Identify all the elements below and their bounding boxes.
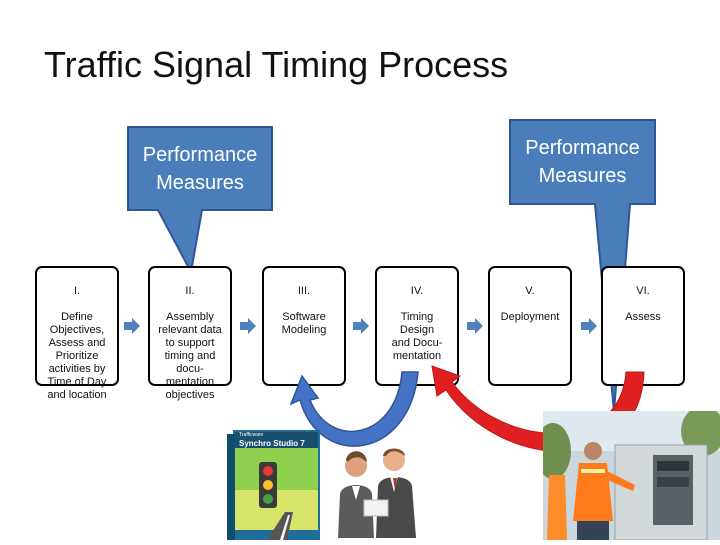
product-brand: Trafficware [239, 432, 264, 438]
stage-1-label: I. Define Objectives, Assess and Priorit… [37, 268, 117, 402]
right-arrow-icon [467, 318, 483, 334]
callout-text-left: Performance Measures [142, 144, 258, 194]
stage-box-5: V. Deployment [488, 266, 572, 386]
page-title: Traffic Signal Timing Process [44, 44, 509, 85]
stage-box-3: III. Software Modeling [262, 266, 346, 386]
stage-3-label: III. Software Modeling [264, 268, 344, 337]
software-box-graphic [227, 430, 320, 540]
stage-1-numeral: I. [73, 285, 81, 297]
stage-4-numeral: IV. [410, 285, 424, 297]
right-arrow-icon [353, 318, 369, 334]
callout-text-right: Performance Measures [525, 137, 640, 187]
stage-2-text: Assembly relevant data to support timing… [158, 311, 222, 401]
stage-5-numeral: V. [525, 285, 535, 297]
stage-box-2: II. Assembly relevant data to support ti… [148, 266, 232, 401]
product-title: Synchro Studio 7 [239, 439, 305, 448]
stage-box-4: IV. Timing Design and Docu- mentation [375, 266, 459, 386]
stage-5-label: V. Deployment [490, 268, 570, 324]
stage-2-numeral: II. [185, 285, 195, 297]
stage-4-label: IV. Timing Design and Docu- mentation [377, 268, 457, 363]
stage-4-text: Timing Design and Docu- mentation [391, 311, 443, 362]
stage-5-text: Deployment [500, 311, 560, 323]
stage-box-6: VI. Assess [601, 266, 685, 386]
software-box-image: Trafficware Synchro Studio 7 [227, 430, 320, 540]
field-technician-photo [543, 411, 720, 540]
callout-bubble-left [127, 126, 273, 276]
stage-box-1: I. Define Objectives, Assess and Priorit… [35, 266, 119, 401]
stage-6-label: VI. Assess [603, 268, 683, 324]
stage-6-numeral: VI. [636, 285, 650, 297]
stage-1-text: Define Objectives, Assess and Prioritize… [47, 311, 107, 401]
people-meeting-image [338, 448, 416, 538]
right-arrow-icon [581, 318, 597, 334]
stage-3-text: Software Modeling [281, 311, 327, 336]
right-arrow-icon [240, 318, 256, 334]
stage-6-text: Assess [625, 311, 661, 323]
stage-2-label: II. Assembly relevant data to support ti… [150, 268, 230, 402]
right-arrow-icon [124, 318, 140, 334]
stage-3-numeral: III. [297, 285, 311, 297]
